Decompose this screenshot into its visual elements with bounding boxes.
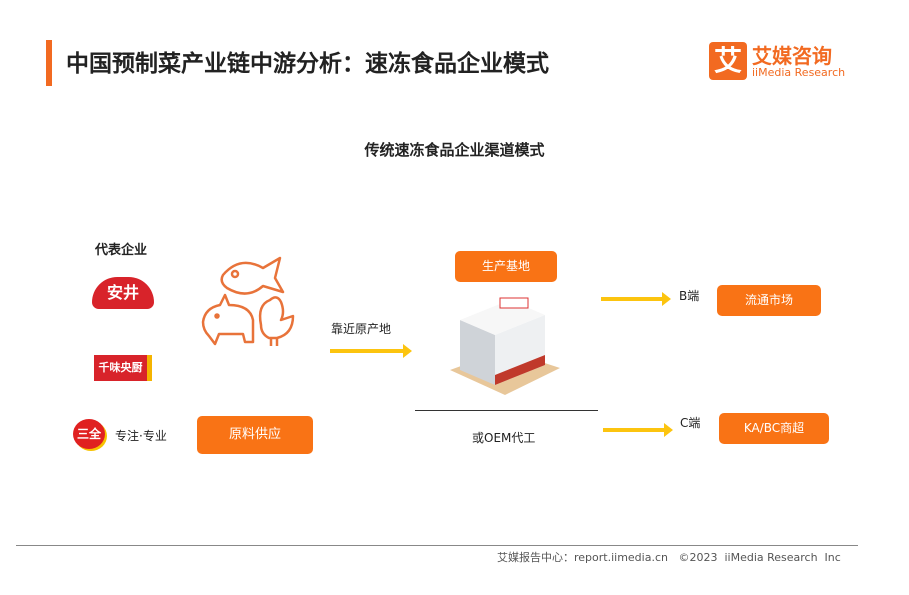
divider-line — [415, 410, 598, 411]
circulation-market-box: 流通市场 — [717, 285, 821, 316]
ka-bc-box: KA/BC商超 — [719, 413, 829, 444]
brand-logo-cn: 艾媒咨询 — [752, 44, 832, 68]
brand-logo-mark: 艾 — [709, 42, 747, 80]
footer-text: 艾媒报告中心：report.iimedia.cn ©2023 iiMedia R… — [497, 551, 841, 564]
sanquan-logo: 三全 — [73, 419, 105, 449]
b-end-label: B端 — [679, 289, 700, 303]
anjoy-logo: 安井 — [92, 277, 154, 309]
representatives-label: 代表企业 — [95, 243, 148, 258]
diagram-title: 传统速冻食品企业渠道模式 — [364, 141, 545, 159]
factory-building-icon — [450, 297, 560, 395]
footer-divider — [16, 545, 858, 546]
livestock-icon — [201, 256, 295, 346]
production-base-box: 生产基地 — [455, 251, 557, 282]
raw-supply-box: 原料供应 — [197, 416, 313, 454]
brand-logo-en: iiMedia Research — [752, 66, 846, 79]
near-origin-label: 靠近原产地 — [331, 322, 392, 336]
qianwei-logo: 千味央厨 — [94, 355, 152, 381]
page-title: 中国预制菜产业链中游分析：速冻食品企业模式 — [66, 51, 549, 77]
sanquan-slogan: 专注·专业 — [115, 429, 167, 443]
oem-label: 或OEM代工 — [472, 431, 536, 445]
title-accent-bar — [46, 40, 52, 86]
arrow-to-c-end — [603, 423, 673, 437]
arrow-to-b-end — [601, 292, 671, 306]
c-end-label: C端 — [680, 416, 701, 430]
arrow-to-production — [330, 344, 412, 358]
